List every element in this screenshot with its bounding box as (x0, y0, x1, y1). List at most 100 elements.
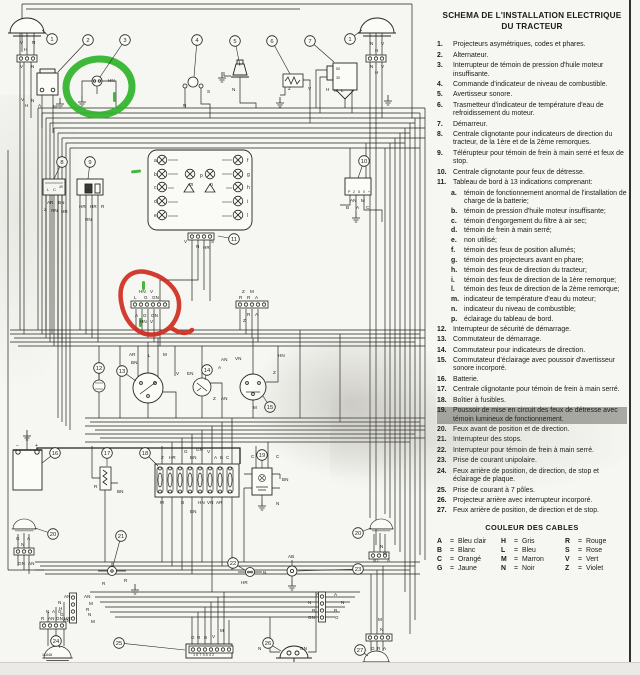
wire-label: L (148, 353, 151, 358)
wire-label: AN (28, 561, 34, 566)
light-switch-symbol (239, 373, 267, 401)
legend-item-12: 12.Interrupteur de sécurité de démarrage… (437, 326, 627, 334)
legend-item-text: Avertisseur sonore. (453, 91, 513, 99)
legend-item-26: 26.Projecteur arrière avec interrupteur … (437, 497, 627, 505)
wire-label: A (38, 103, 42, 108)
warning-lamp-icon (232, 168, 244, 180)
legend-item-text: Prise de courant unipolaire. (453, 457, 537, 465)
wire-label: h (247, 185, 250, 191)
wire-label: GN (18, 561, 25, 566)
wire-label: B (204, 635, 207, 640)
wire-label: R (197, 635, 201, 640)
legend-panel: SCHEMA DE L'INSTALLATION ELECTRIQUE DU T… (437, 0, 627, 663)
wire-label: H (25, 103, 28, 108)
svg-text:25: 25 (116, 641, 122, 647)
wire-label: e (154, 213, 157, 219)
legend-item-number: 23. (437, 457, 447, 465)
wire-label: 30 (336, 76, 340, 80)
ground-icon (77, 95, 87, 107)
wire-label: V (381, 64, 385, 69)
wire-label: A (255, 312, 259, 317)
legend-item-number: 17. (437, 386, 447, 394)
wire-label: G (335, 615, 339, 620)
page-title: SCHEMA DE L'INSTALLATION ELECTRIQUE DU T… (441, 11, 623, 32)
legend-item-27: 27.Feux arrière de position, de directio… (437, 507, 627, 515)
legend-item-number: 2. (437, 51, 443, 59)
cable-color-code: C (437, 555, 442, 563)
cable-color-code: A (437, 537, 442, 545)
callout-1: 1 (344, 29, 363, 45)
cable-color-name: Rose (586, 546, 603, 554)
wire-label: A (135, 313, 139, 318)
callout-20: 20 (34, 527, 59, 540)
legend-item-text: Trasmetteur d'indicateur de température … (453, 101, 604, 118)
callout-24: 24 (50, 635, 62, 649)
wire-label: G (60, 612, 64, 617)
wire-label: M (160, 500, 164, 505)
wire-label: AN (350, 198, 356, 203)
wire-label: R (239, 295, 243, 300)
wire-label: N (258, 646, 261, 651)
wire-label: V (212, 634, 216, 639)
wire-label: AR (129, 352, 136, 357)
headlamp-icon (357, 17, 397, 37)
wire-label: N (380, 544, 383, 549)
callout-1: 1 (41, 29, 58, 45)
legend-subitem-letter: n. (451, 306, 458, 314)
legend-subitem-p: p.éclairage du tableau de bord. (451, 316, 627, 324)
warning-lamp-icon (156, 168, 168, 180)
wire-label: C (53, 187, 56, 192)
legend-subitem-letter: l. (451, 286, 455, 294)
legend-item-3: 3.Interrupteur de témoin de pression d'h… (437, 62, 627, 79)
wire-label: EN (187, 371, 193, 376)
wire-label: VN (235, 356, 241, 361)
svg-text:11: 11 (231, 237, 237, 243)
wire-label: R (377, 646, 381, 651)
wire-label: L (134, 295, 137, 300)
wire-label: R (247, 295, 251, 300)
svg-text:20: 20 (50, 532, 56, 538)
wire-label: GN (56, 616, 63, 621)
wire-label: R (86, 607, 90, 612)
wire-label: 49 (59, 185, 63, 189)
warning-lamp-icon (232, 181, 244, 193)
wire-label: R (41, 616, 45, 621)
cable-color-code: R (565, 537, 570, 545)
legend-item-number: 5. (437, 91, 443, 99)
legend-subitem-text: témoin des feux de position allumés; (464, 247, 576, 255)
legend-item-text: Boîtier à fusibles. (453, 396, 506, 404)
svg-text:13: 13 (119, 369, 125, 375)
legend-item-list: 1.Projecteurs asymétriques, codes et pha… (437, 41, 627, 515)
legend-subitem-e: e.non utilisé; (451, 237, 627, 245)
svg-text:8: 8 (60, 160, 63, 166)
callout-25: 25 (113, 637, 186, 651)
wire-label: M (253, 405, 257, 410)
legend-subitem-text: témoin d'engorgement du filtre à air sec… (464, 217, 587, 225)
wire-label: M (378, 617, 382, 622)
wire-label: N (31, 64, 34, 69)
svg-text:20: 20 (355, 531, 361, 537)
wire-label: R (334, 608, 338, 613)
callout-7: 7 (304, 35, 335, 63)
wire-label: A (218, 365, 222, 370)
wire-label: A (334, 592, 338, 597)
wire-label: Z (242, 289, 245, 294)
legend-item-number: 19. (437, 407, 447, 415)
wire-label: AN (84, 594, 90, 599)
callout-16: 16 (41, 447, 61, 464)
legend-item-number: 16. (437, 375, 447, 383)
cable-color-code: G (437, 564, 443, 572)
connector-strip-icon (365, 633, 393, 642)
cable-color-code: Z (565, 564, 570, 572)
wire-label: AN (221, 357, 227, 362)
legend-item-text: Interrupteur de témoin de pression d'hui… (453, 62, 604, 78)
wire-label: 0 (363, 190, 365, 194)
start-safety-switch-symbol (92, 379, 106, 393)
wire-label: HR (169, 455, 176, 460)
wire-label: AR (47, 200, 54, 205)
wire-label: H (375, 48, 378, 53)
callout-13: 13 (116, 365, 137, 382)
cable-color-R: R=Rouge (565, 538, 627, 545)
